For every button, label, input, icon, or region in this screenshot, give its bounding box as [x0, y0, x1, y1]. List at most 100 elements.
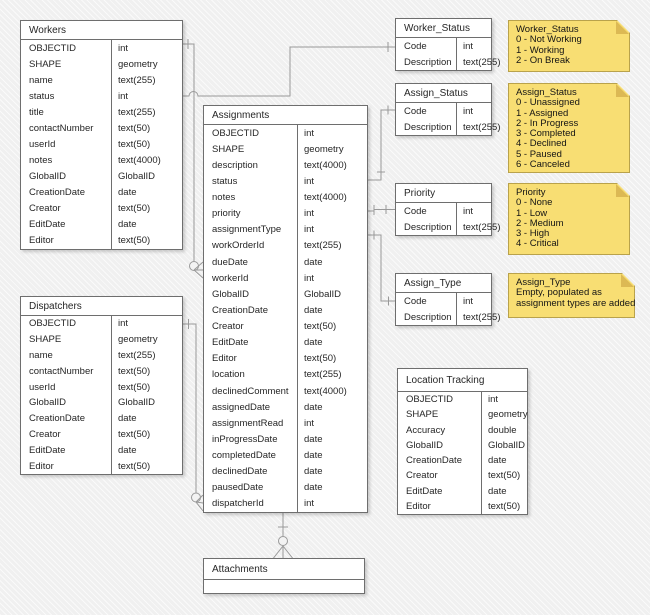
table-dispatchers[interactable]: Dispatchers OBJECTID int SHAPE geometry …: [20, 296, 183, 475]
field-name: Creator: [406, 470, 438, 482]
table-row: Description text(255): [396, 119, 501, 135]
field-name: status: [29, 90, 55, 102]
table-row: GlobalID GlobalID: [21, 168, 182, 185]
table-assign-type[interactable]: Assign_Type Code int Description text(25…: [395, 273, 501, 326]
table-row: completedDate date: [204, 447, 367, 464]
field-type: geometry: [297, 141, 367, 158]
field-type: text(255): [456, 54, 501, 70]
table-row: GlobalID GlobalID: [398, 437, 527, 453]
field-name: name: [29, 349, 53, 361]
field-type: int: [111, 88, 182, 105]
table-title: Assignments: [204, 106, 367, 125]
field-type: int: [111, 40, 182, 57]
note-line: Empty, populated as: [516, 287, 602, 299]
table-row: Editor text(50): [398, 498, 527, 514]
table-fields: Code int Description text(255): [396, 38, 501, 70]
table-row: Editor text(50): [21, 458, 182, 474]
table-row: Editor text(50): [204, 350, 367, 367]
note-line: 3 - High: [516, 228, 550, 240]
connector-assignments-attachments: [273, 513, 293, 559]
table-fields: OBJECTID int SHAPE geometry description …: [204, 125, 367, 512]
field-type: int: [481, 392, 527, 408]
field-type: int: [456, 38, 491, 54]
field-name: declinedDate: [212, 466, 268, 478]
field-name: workOrderId: [212, 240, 265, 252]
field-name: Code: [404, 105, 427, 117]
field-type: text(50): [111, 458, 182, 474]
table-location-tracking[interactable]: Location Tracking OBJECTID int SHAPE geo…: [397, 368, 528, 515]
field-type: date: [111, 410, 182, 427]
table-row: Creator text(50): [21, 200, 182, 217]
field-name: Creator: [29, 428, 61, 440]
note-line: 3 - Completed: [516, 128, 576, 140]
field-name: Accuracy: [406, 424, 446, 436]
connector-line: [183, 46, 395, 97]
connector-assignments-assign-type: [368, 230, 396, 306]
table-fields: OBJECTID int SHAPE geometry Accuracy dou…: [398, 392, 528, 514]
table-workers[interactable]: Workers OBJECTID int SHAPE geometry name…: [20, 20, 183, 250]
field-name: Editor: [29, 235, 54, 247]
field-type: text(255): [111, 104, 182, 121]
table-attachments[interactable]: Attachments: [203, 558, 365, 594]
note-line: 4 - Critical: [516, 238, 559, 250]
field-name: declinedComment: [212, 385, 289, 397]
field-name: CreationDate: [29, 413, 85, 425]
table-title: Assign_Status: [396, 84, 491, 103]
table-row: workOrderId text(255): [204, 237, 367, 254]
field-type: date: [297, 334, 367, 351]
table-row: SHAPE geometry: [21, 331, 182, 348]
field-name: userId: [29, 381, 56, 393]
field-name: priority: [212, 208, 241, 220]
field-name: Creator: [212, 321, 244, 333]
field-name: SHAPE: [406, 409, 439, 421]
connector-workers-worker-status: [183, 42, 395, 97]
crow-foot-many-icon: [193, 261, 204, 279]
table-assignments[interactable]: Assignments OBJECTID int SHAPE geometry …: [203, 105, 368, 513]
table-row: CreationDate date: [398, 453, 527, 469]
table-worker-status[interactable]: Worker_Status Code int Description text(…: [395, 18, 501, 71]
field-name: Code: [404, 40, 427, 52]
folded-corner-icon: [616, 184, 629, 197]
field-type: GlobalID: [111, 168, 182, 185]
field-name: Description: [404, 56, 452, 68]
field-name: OBJECTID: [406, 394, 453, 406]
field-name: Description: [404, 121, 452, 133]
field-type: int: [297, 221, 367, 238]
connector-dispatchers-assignments: [183, 319, 204, 512]
table-priority[interactable]: Priority Code int Description text(255): [395, 183, 501, 236]
note-line: 4 - Declined: [516, 138, 567, 150]
connector-assignments-assign-status: [368, 105, 396, 181]
field-name: GlobalID: [212, 288, 249, 300]
table-fields: Code int Description text(255): [396, 203, 501, 235]
field-name: contactNumber: [29, 365, 94, 377]
note-line: 0 - Not Working: [516, 34, 582, 46]
field-type: text(50): [297, 350, 367, 367]
field-name: EditDate: [212, 337, 249, 349]
field-type: date: [297, 399, 367, 416]
connector-line: [368, 234, 396, 302]
field-name: EditDate: [406, 485, 443, 497]
table-title: Worker_Status: [396, 19, 491, 38]
table-row: pausedDate date: [204, 479, 367, 496]
table-row: workerId int: [204, 270, 367, 287]
field-name: OBJECTID: [29, 318, 76, 330]
field-name: OBJECTID: [212, 127, 259, 139]
field-type: int: [456, 103, 491, 119]
field-name: SHAPE: [29, 58, 62, 70]
field-name: userId: [29, 139, 56, 150]
field-name: OBJECTID: [29, 42, 76, 54]
field-type: date: [111, 184, 182, 201]
field-type: text(255): [456, 119, 501, 135]
table-row: Creator text(50): [204, 318, 367, 335]
field-name: GlobalID: [29, 397, 66, 409]
table-assign-status[interactable]: Assign_Status Code int Description text(…: [395, 83, 501, 136]
field-name: inProgressDate: [212, 433, 278, 445]
field-name: status: [212, 175, 238, 187]
field-type: int: [297, 125, 367, 142]
field-name: pausedDate: [212, 482, 264, 494]
field-type: text(50): [297, 318, 367, 335]
